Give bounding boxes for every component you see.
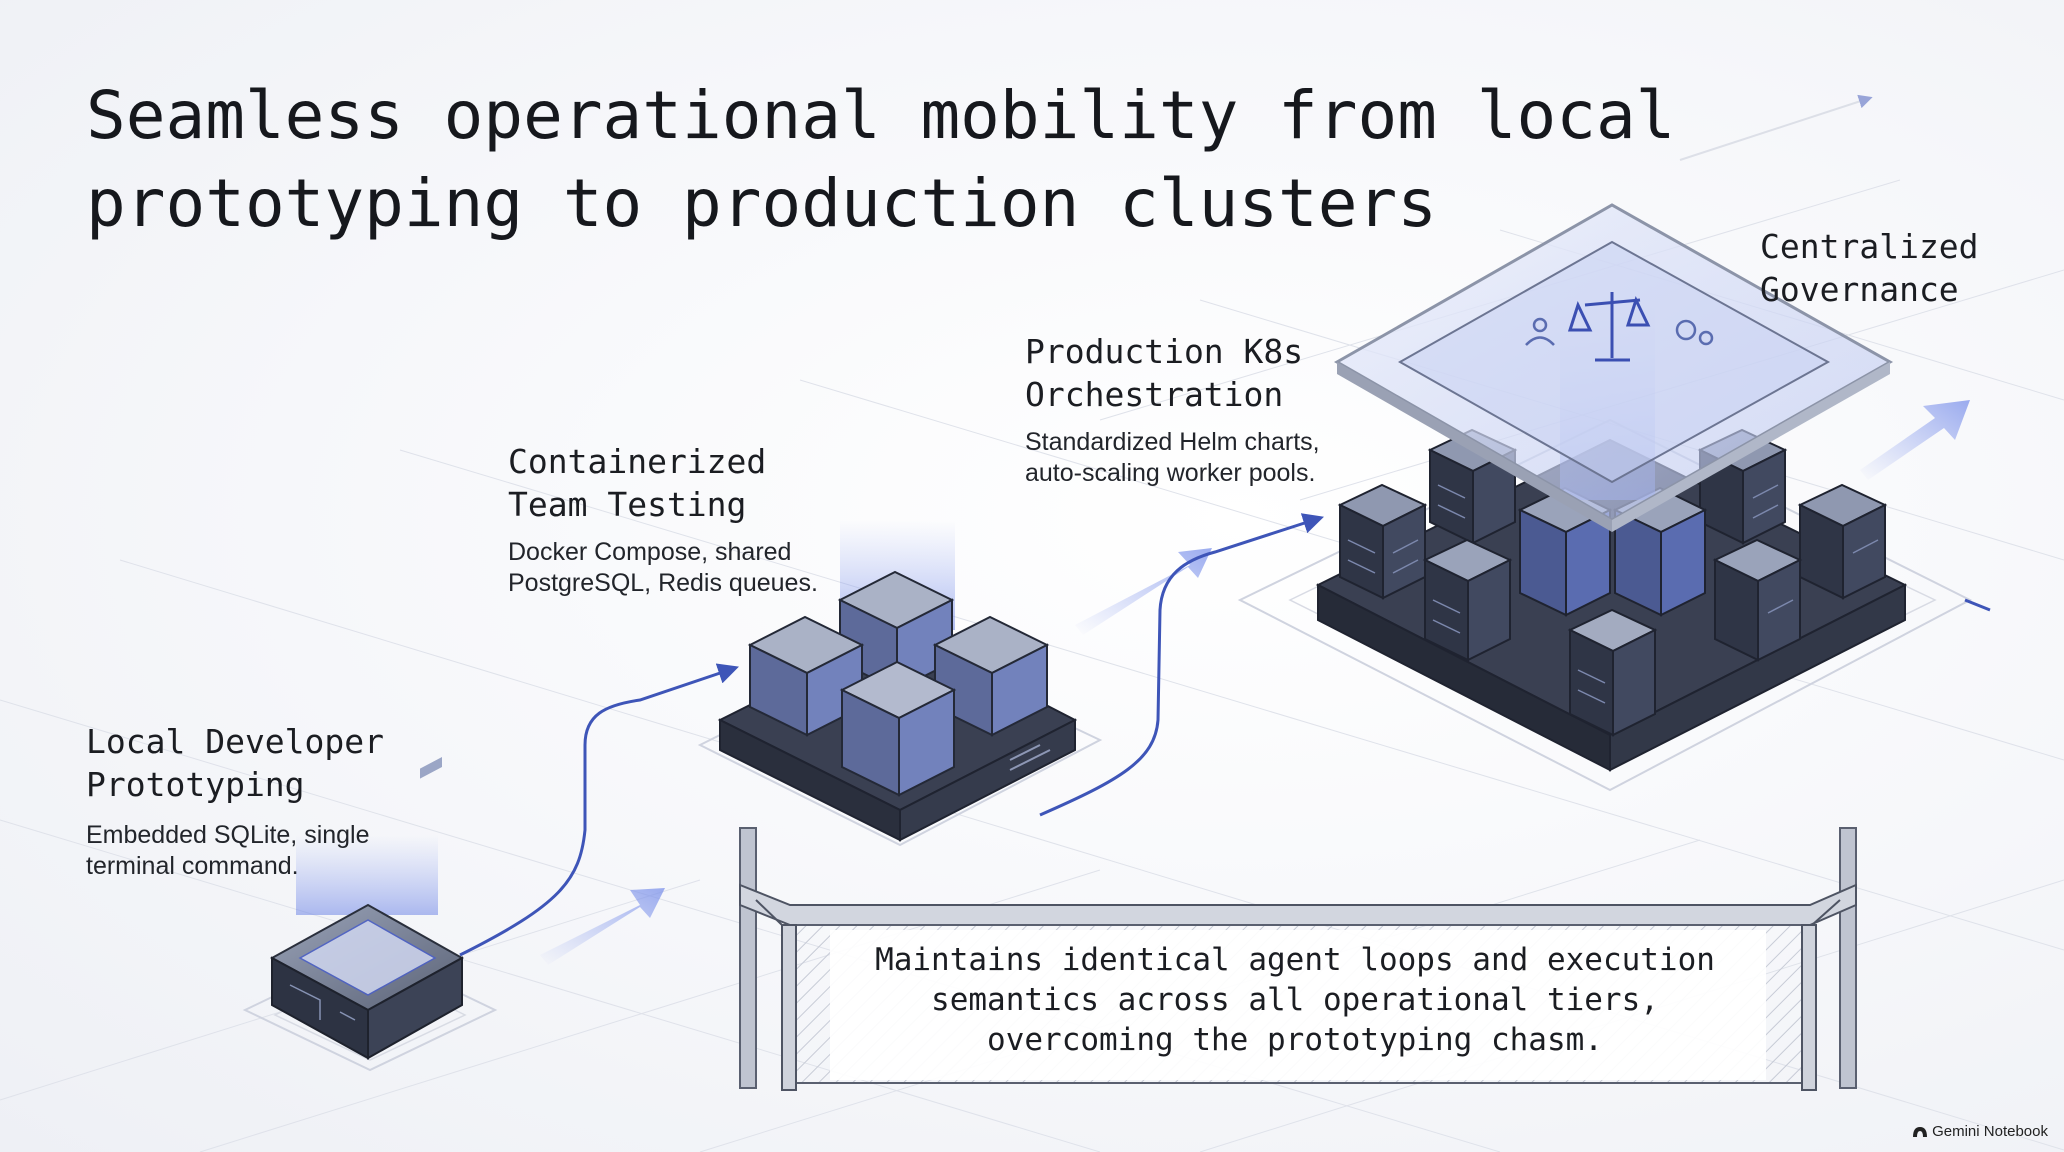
- stage-local-heading: Local Developer Prototyping: [86, 722, 385, 804]
- notebook-logo-icon: [1913, 1126, 1928, 1137]
- gear-icon: [1675, 319, 1714, 346]
- brand-watermark: Gemini Notebook: [1913, 1123, 2048, 1140]
- local-device-illustration: [242, 756, 498, 1072]
- stage-production-heading: Production K8s Orchestration: [1025, 332, 1304, 414]
- stage-local-description: Embedded SQLite, single terminal command…: [86, 821, 370, 880]
- top-right-guide: [1679, 94, 1873, 161]
- bridge-caption: Maintains identical agent loops and exec…: [875, 942, 1715, 1058]
- stage-governance-heading: Centralized Governance: [1760, 227, 1979, 309]
- title-line-1: Seamless operational mobility from local: [86, 77, 1676, 154]
- bridge-illustration: [739, 827, 1857, 1091]
- stage-production-description: Standardized Helm charts, auto-scaling w…: [1025, 428, 1320, 487]
- page-title: Seamless operational mobility from local…: [86, 72, 1786, 248]
- progress-beams: [540, 400, 1970, 965]
- production-cluster-illustration: [1237, 203, 1991, 792]
- users-icon: [1525, 317, 1555, 346]
- title-line-2: prototyping to production clusters: [86, 165, 1438, 242]
- container-cluster-illustration: [697, 520, 1103, 847]
- brand-label: Gemini Notebook: [1932, 1123, 2048, 1140]
- governance-scale-icon: [1567, 292, 1651, 362]
- stage-container-description: Docker Compose, shared PostgreSQL, Redis…: [508, 538, 818, 597]
- stage-container-heading: Containerized Team Testing: [508, 442, 767, 524]
- connector-arrows: [459, 513, 1324, 957]
